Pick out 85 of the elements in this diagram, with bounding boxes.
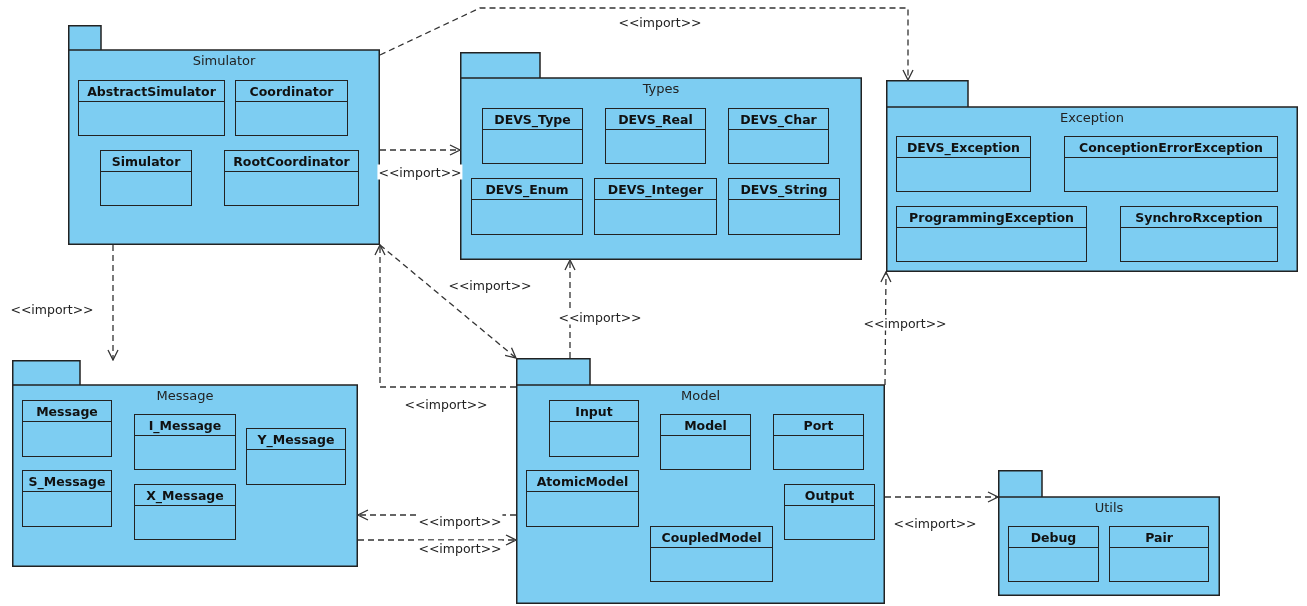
- class-box: [896, 206, 1087, 262]
- dependency-arrow: [379, 144, 461, 156]
- class-name: Y_Message: [257, 431, 335, 450]
- package-folder: [12, 360, 358, 567]
- class-name: Output: [804, 487, 855, 505]
- class-name: DEVS_Real: [618, 111, 693, 130]
- class-name: S_Message: [28, 473, 106, 492]
- edge-label: <<import>>: [377, 164, 463, 180]
- class-name: DEVS_Char: [740, 111, 817, 130]
- dependency-arrow: [357, 534, 517, 546]
- edge-label: <<import>>: [9, 301, 95, 317]
- class-name: DEVS_Enum: [485, 181, 569, 200]
- class-box: [526, 470, 639, 527]
- class-name: AtomicModel: [536, 473, 629, 491]
- class-box: [235, 80, 348, 136]
- class-name: DEVS_String: [740, 181, 828, 200]
- edge-label: <<import>>: [417, 540, 503, 556]
- class-box: [784, 484, 875, 540]
- edge-label: <<import>>: [617, 14, 703, 30]
- class-box: [134, 414, 236, 470]
- class-box: [482, 108, 583, 164]
- class-name: ProgrammingException: [909, 209, 1074, 227]
- package-name: Exception: [1060, 110, 1124, 125]
- class-name: DEVS_Type: [494, 111, 571, 130]
- class-box: [134, 484, 236, 540]
- package-name: Model: [680, 388, 720, 403]
- package-name: Message: [156, 388, 214, 403]
- class-name: CoupledModel: [661, 529, 762, 547]
- class-name: AbstractSimulator: [87, 83, 216, 101]
- package-folder: [998, 470, 1220, 596]
- class-box: [549, 400, 639, 457]
- class-box: [773, 414, 864, 470]
- package-name: Types: [642, 81, 680, 96]
- edge-label: <<import>>: [892, 515, 978, 531]
- package-folder: [460, 52, 862, 260]
- dependency-arrow: [880, 271, 892, 386]
- dependency-arrow: [884, 491, 999, 503]
- edge-label: <<import>>: [447, 277, 533, 293]
- class-box: [471, 178, 583, 235]
- class-name: Input: [575, 403, 613, 421]
- package-folder: [68, 25, 380, 245]
- class-box: [22, 400, 112, 457]
- edge-label: <<import>>: [862, 315, 948, 331]
- package-name: Utils: [1094, 500, 1124, 515]
- class-box: [1120, 206, 1278, 262]
- class-name: Coordinator: [249, 83, 334, 101]
- class-name: Debug: [1030, 529, 1077, 547]
- edge-label: <<import>>: [403, 396, 489, 412]
- package-name: Simulator: [192, 53, 256, 68]
- class-box: [650, 526, 773, 582]
- class-name: Model: [684, 417, 727, 435]
- class-box: [728, 108, 829, 164]
- edge-label: <<import>>: [417, 513, 503, 529]
- class-name: DEVS_Exception: [907, 139, 1020, 158]
- class-box: [660, 414, 751, 470]
- edge-label: <<import>>: [557, 309, 643, 325]
- class-box: [224, 150, 359, 206]
- class-box: [728, 178, 840, 235]
- dependency-arrow: [379, 244, 517, 359]
- class-name: I_Message: [148, 417, 222, 436]
- dependency-arrow: [107, 244, 119, 361]
- class-name: RootCoordinator: [233, 153, 350, 171]
- class-box: [896, 136, 1031, 192]
- package-folder: [516, 358, 885, 604]
- class-box: [594, 178, 717, 235]
- class-name: Pair: [1145, 529, 1173, 547]
- class-box: [246, 428, 346, 485]
- dependency-arrow: [374, 244, 517, 388]
- class-box: [1109, 526, 1209, 582]
- class-box: [100, 150, 192, 206]
- class-name: SynchroRxception: [1135, 209, 1263, 227]
- class-box: [78, 80, 225, 136]
- class-name: Simulator: [111, 153, 181, 171]
- dependency-arrow: [564, 259, 576, 359]
- class-box: [22, 470, 112, 527]
- class-box: [1008, 526, 1099, 582]
- class-name: DEVS_Integer: [607, 181, 704, 200]
- class-name: Message: [36, 403, 98, 421]
- dependency-arrow: [379, 7, 914, 81]
- class-name: X_Message: [146, 487, 224, 506]
- package-folder: [886, 80, 1298, 272]
- class-box: [605, 108, 706, 164]
- class-box: [1064, 136, 1278, 192]
- class-name: Port: [803, 417, 834, 435]
- class-name: ConceptionErrorException: [1078, 139, 1263, 157]
